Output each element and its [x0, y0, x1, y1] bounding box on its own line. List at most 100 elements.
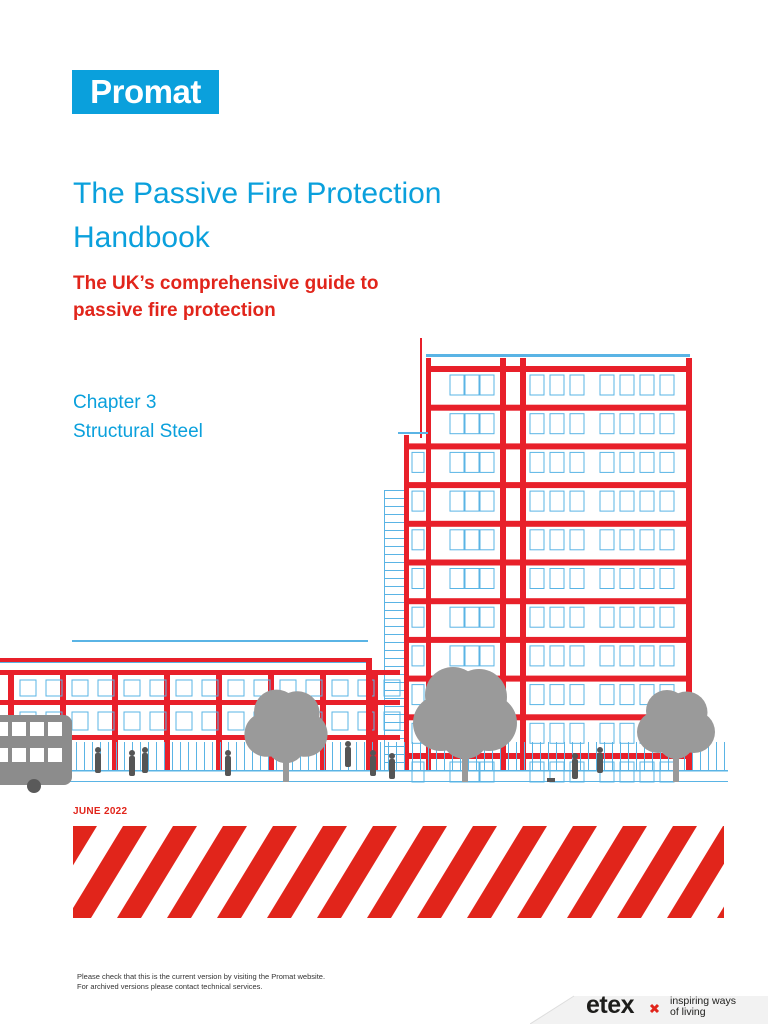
etex-tagline: inspiring ways of living: [670, 996, 736, 1018]
plinth-line: [420, 742, 421, 770]
plinth-line: [548, 742, 549, 770]
tower-window: [464, 568, 480, 589]
steel-column: [426, 435, 431, 770]
tower-window: [599, 451, 615, 473]
low-rise-window: [123, 679, 141, 697]
floor-beam: [405, 598, 690, 605]
tower-window: [464, 529, 480, 551]
tower-window: [479, 413, 495, 435]
plinth-line: [652, 742, 653, 770]
tagline-line-1: inspiring ways: [670, 995, 736, 1007]
tower-window: [569, 684, 585, 706]
bus-window: [48, 748, 62, 762]
tower-window: [639, 374, 655, 396]
tower-window: [619, 645, 635, 667]
floor-beam: [428, 404, 690, 411]
person-body: [129, 756, 135, 776]
tower-window: [639, 529, 655, 551]
floor-beam: [405, 636, 690, 643]
low-rise-column: [112, 670, 118, 770]
tower-window: [599, 490, 615, 512]
tower-window: [464, 490, 480, 512]
plinth-line: [180, 742, 181, 770]
plinth-line: [244, 742, 245, 770]
person-head: [129, 750, 135, 756]
ghost-tower-edge: [384, 490, 385, 770]
low-rise-window: [149, 711, 167, 731]
plinth-line: [724, 742, 725, 770]
tower-window: [411, 606, 425, 628]
tower-window: [659, 413, 675, 435]
ghost-tower-line: [384, 626, 404, 627]
tower-window: [479, 490, 495, 512]
pavement-line: [0, 781, 728, 782]
tower-window: [529, 684, 545, 706]
promat-logo: Promat: [72, 70, 219, 114]
hazard-stripe: [267, 826, 347, 918]
ghost-tower-line: [384, 706, 404, 707]
low-rise-window: [97, 711, 115, 731]
tower-window: [411, 490, 425, 512]
tower-window: [449, 451, 465, 473]
version-notice: Please check that this is the current ve…: [77, 972, 325, 992]
plinth-line: [148, 742, 149, 770]
ghost-tower-line: [384, 554, 404, 555]
tower-window: [479, 606, 495, 628]
tower-window: [529, 451, 545, 473]
plinth-line: [564, 742, 565, 770]
tower-window: [549, 684, 565, 706]
person-body: [345, 747, 351, 767]
tower-window: [479, 374, 495, 396]
plinth-line: [444, 742, 445, 770]
plinth-line: [380, 742, 381, 770]
tower-window: [569, 645, 585, 667]
hazard-stripe: [217, 826, 297, 918]
tower-window: [619, 413, 635, 435]
hazard-stripe: [467, 826, 547, 918]
tower-window: [529, 606, 545, 628]
low-rise-roof-line: [0, 662, 372, 663]
steel-column: [500, 358, 506, 770]
dog: [547, 778, 555, 782]
steel-column: [520, 358, 526, 770]
tower-window: [619, 568, 635, 589]
chapter-number: Chapter 3: [73, 392, 157, 413]
tower-window: [529, 529, 545, 551]
low-rise-window: [175, 711, 193, 731]
ghost-tower-line: [384, 690, 404, 691]
plinth-line: [356, 742, 357, 770]
ghost-tower-line: [384, 650, 404, 651]
ghost-tower-line: [384, 658, 404, 659]
person-head: [95, 747, 101, 753]
ghost-tower-line: [384, 682, 404, 683]
plinth-line: [628, 742, 629, 770]
plinth-line: [156, 742, 157, 770]
tower-window: [529, 413, 545, 435]
tower-window: [549, 529, 565, 551]
plinth-line: [340, 742, 341, 770]
tower-window: [599, 684, 615, 706]
tower-window: [464, 413, 480, 435]
low-rise-window: [331, 679, 349, 697]
ghost-tower-line: [384, 514, 404, 515]
plinth-line: [196, 742, 197, 770]
bus-wheel: [27, 779, 41, 793]
plinth-line: [612, 742, 613, 770]
person-head: [370, 750, 376, 756]
tower-window: [639, 645, 655, 667]
steel-column: [686, 358, 692, 770]
plinth-line: [636, 742, 637, 770]
chapter-title: Structural Steel: [73, 421, 203, 442]
low-rise-window: [305, 679, 323, 697]
tree-trunk: [673, 738, 679, 782]
hazard-stripe: [73, 826, 147, 918]
ghost-tower-line: [384, 538, 404, 539]
tower-window: [549, 490, 565, 512]
hazard-stripe: [417, 826, 497, 918]
low-rise-column: [216, 670, 222, 770]
plinth-line: [708, 742, 709, 770]
tower-window: [411, 645, 425, 667]
hazard-stripe: [717, 906, 724, 918]
ghost-tower-line: [384, 546, 404, 547]
ghost-tower-line: [384, 490, 404, 491]
